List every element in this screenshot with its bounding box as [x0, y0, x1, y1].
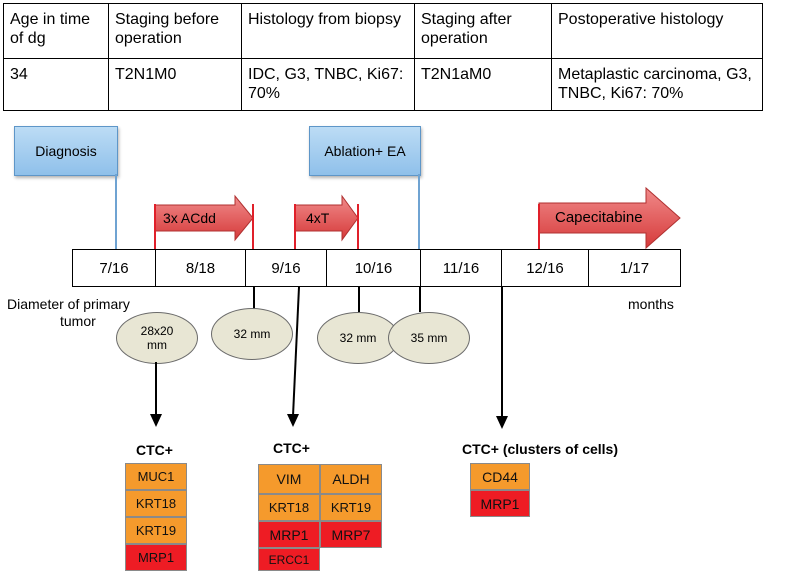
measurement-connector [419, 287, 421, 312]
cell-age: 34 [3, 58, 109, 111]
4xt-end-marker [357, 204, 359, 249]
arrow-capecitabine [538, 186, 681, 250]
treatment-label-capecitabine: Capecitabine [555, 209, 643, 226]
header-postop-histology: Postoperative histology [551, 3, 763, 59]
diagnosis-callout: Diagnosis [14, 126, 118, 176]
marker-ercc1: ERCC1 [258, 548, 320, 571]
cell-staging-after: T2N1aM0 [414, 58, 552, 111]
acdd-end-marker [252, 204, 254, 249]
header-histology-biopsy: Histology from biopsy [241, 3, 415, 59]
patient-info-table: Age in time of dg Staging before operati… [3, 3, 763, 111]
acdd-start-marker [154, 204, 156, 249]
marker-mrp7: MRP7 [320, 521, 382, 548]
tumor-size-ellipse: 32 mm [317, 312, 399, 364]
ctc-group-1-title: CTC+ [136, 442, 173, 458]
marker-mrp1: MRP1 [470, 490, 530, 517]
timeline-cell: 8/18 [155, 249, 246, 287]
cell-postop-histology: Metaplastic carcinoma, G3, TNBC, Ki67: 7… [551, 58, 763, 111]
timeline-cell: 9/16 [245, 249, 327, 287]
tumor-size-ellipse: 32 mm [211, 308, 293, 360]
tumor-size-label: 32 mm [233, 327, 271, 341]
ablation-callout: Ablation+ EA [309, 126, 421, 176]
ctc-arrow-3 [496, 287, 508, 429]
marker-cd44: CD44 [470, 463, 530, 490]
marker-mrp1: MRP1 [258, 521, 320, 548]
ctc-group-2-title: CTC+ [273, 440, 310, 456]
tumor-size-label: 32 mm [339, 331, 377, 345]
cell-staging-before: T2N1M0 [108, 58, 242, 111]
arrow-4xt [294, 194, 359, 242]
tumor-size-label: 28x20 mm [140, 324, 174, 352]
timeline-cell: 1/17 [588, 249, 681, 287]
header-staging-after: Staging after operation [414, 3, 552, 59]
marker-aldh: ALDH [320, 464, 382, 494]
marker-mrp1: MRP1 [125, 544, 187, 571]
timeline-cell: 10/16 [326, 249, 421, 287]
ctc-arrow-2 [287, 286, 300, 427]
header-staging-before: Staging before operation [108, 3, 242, 59]
tumor-size-label: 35 mm [410, 331, 448, 345]
table-header-row: Age in time of dg Staging before operati… [3, 3, 763, 59]
diameter-label: Diameter of primary [7, 296, 130, 312]
ctc-group-3-title: CTC+ (clusters of cells) [462, 441, 618, 457]
tumor-size-ellipse: 35 mm [388, 312, 470, 364]
tumor-size-ellipse: 28x20 mm [116, 312, 198, 364]
treatment-label-acdd: 3x ACdd [163, 210, 216, 226]
diagnosis-connector-line [115, 174, 117, 249]
marker-krt19: KRT19 [320, 494, 382, 521]
ablation-connector-line [418, 174, 420, 249]
marker-vim: VIM [258, 464, 320, 494]
ctc-arrow-1 [150, 362, 162, 427]
measurement-connector [358, 287, 360, 312]
timeline-cell: 7/16 [72, 249, 156, 287]
header-age: Age in time of dg [3, 3, 109, 59]
marker-krt18: KRT18 [258, 494, 320, 521]
cell-histology-biopsy: IDC, G3, TNBC, Ki67: 70% [241, 58, 415, 111]
diameter-label-line2: tumor [60, 313, 96, 329]
table-row: 34 T2N1M0 IDC, G3, TNBC, Ki67: 70% T2N1a… [3, 58, 763, 111]
capecitabine-start-marker [538, 204, 540, 249]
marker-krt18: KRT18 [125, 490, 187, 517]
measurement-connector [253, 287, 255, 309]
4xt-start-marker [294, 204, 296, 249]
months-label: months [628, 296, 674, 312]
marker-muc1: MUC1 [125, 463, 187, 490]
arrow-acdd [154, 194, 254, 242]
treatment-label-4xt: 4xT [306, 210, 330, 226]
marker-krt19: KRT19 [125, 517, 187, 544]
